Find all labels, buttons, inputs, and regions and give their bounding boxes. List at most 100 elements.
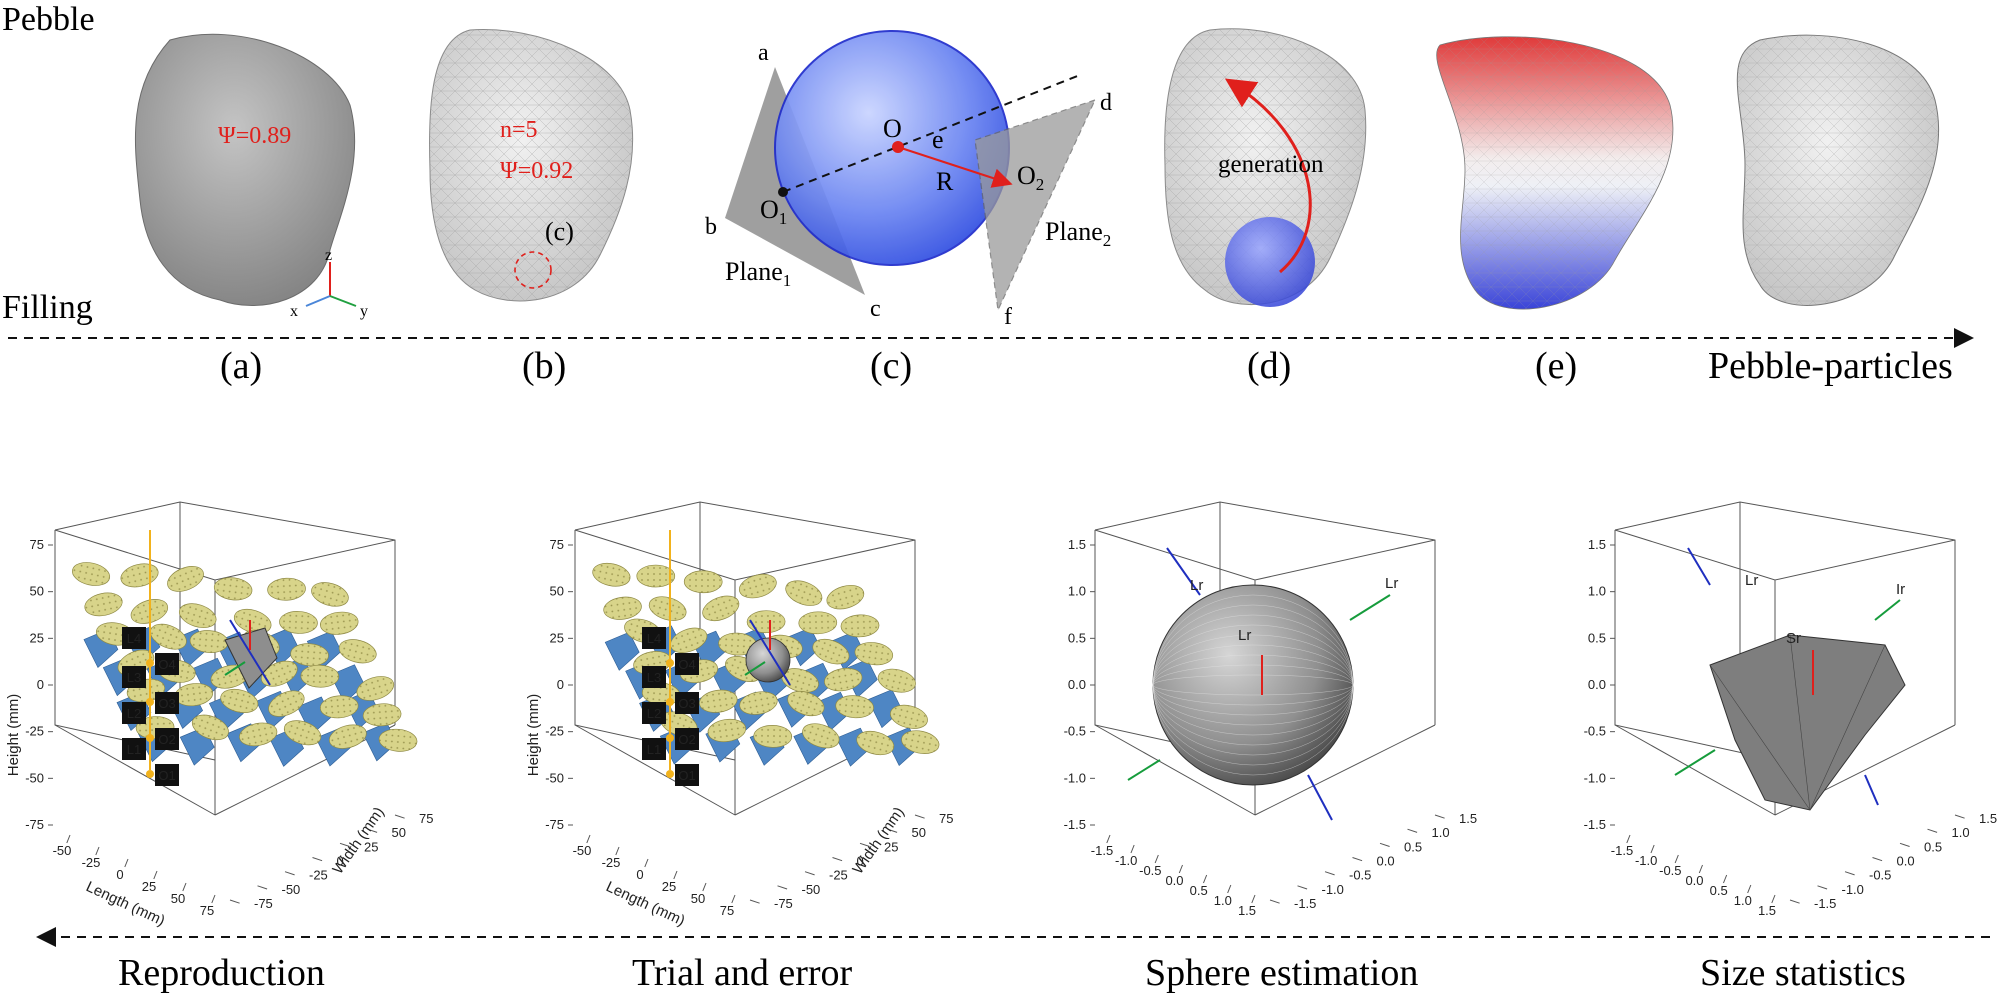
label-plane2: Plane2: [1045, 217, 1111, 250]
layer-label: L4: [127, 631, 141, 646]
guide-point: [146, 770, 154, 778]
y-tick-label: -1.5: [1064, 817, 1086, 832]
y-axis-title: Height (mm): [5, 694, 22, 777]
yellow-pebble: [648, 596, 687, 621]
frame-bottom: [54, 724, 396, 816]
z-tick-mark: [914, 814, 925, 819]
z-tick-label: 0: [857, 854, 864, 869]
x-tick-label: 0.5: [1710, 883, 1728, 898]
z-tick-mark: [257, 885, 268, 890]
y-tick-label: 1.0: [1068, 584, 1086, 599]
guide-point: [146, 698, 154, 706]
z-tick-label: 1.5: [1979, 811, 1997, 826]
z-tick-mark: [1297, 885, 1308, 890]
point-box: [675, 728, 699, 750]
axis-z: z: [325, 247, 332, 264]
x-tick-mark: [586, 834, 591, 844]
yellow-pebble: [290, 643, 329, 667]
x-tick-mark: [1650, 844, 1655, 854]
y-tick-label: 0.5: [1588, 630, 1606, 645]
x-tick-label: 25: [142, 879, 156, 894]
yellow-pebble: [84, 592, 123, 617]
y-tick-label: 0.0: [1068, 677, 1086, 692]
z-tick-mark: [1789, 899, 1800, 904]
z-tick-label: 25: [364, 839, 378, 854]
axis-y: y: [360, 303, 368, 320]
x-tick-mark: [211, 894, 216, 904]
radius-arrow: [897, 146, 1013, 188]
x-tick-label: 0.0: [1685, 873, 1703, 888]
x-tick-mark: [1203, 874, 1208, 884]
x-tick-mark: [182, 882, 187, 892]
yellow-pebble: [603, 596, 642, 620]
z-tick-label: -0.5: [1349, 868, 1371, 883]
y-tick-label: -50: [545, 770, 564, 785]
pebble-particles: [1736, 34, 1940, 306]
z-tick-label: 0.0: [1897, 854, 1915, 869]
caption-e: (e): [1535, 345, 1577, 387]
x-tick-mark: [1251, 894, 1256, 904]
point-label: O4: [678, 657, 695, 672]
ir-green-axis: [1874, 599, 1901, 621]
z-tick-mark: [1434, 814, 1445, 819]
yellow-pebble: [191, 714, 229, 741]
label-a: a: [758, 40, 769, 66]
z-tick-label: 1.0: [1952, 825, 1970, 840]
x-tick-label: 75: [720, 903, 734, 918]
x-tick-mark: [66, 834, 71, 844]
label-f: f: [1004, 304, 1012, 330]
yellow-pebble: [840, 614, 880, 638]
yellow-pebble: [707, 718, 747, 743]
x-tick-mark: [644, 858, 649, 868]
x-tick-label: 25: [662, 879, 676, 894]
point-box: [675, 653, 699, 675]
z-tick-label: 0.5: [1924, 839, 1942, 854]
yellow-pebble: [890, 704, 928, 729]
point-label: O2: [678, 732, 695, 747]
z-tick-mark: [312, 857, 323, 862]
pebble-edges: [1709, 634, 1886, 811]
caption-d: (d): [1247, 345, 1291, 387]
y-tick-label: 0: [557, 677, 564, 692]
psi-b: Ψ=0.92: [500, 158, 573, 184]
yellow-pebble: [362, 703, 402, 727]
yellow-pebble: [267, 577, 306, 601]
yellow-pebble: [877, 668, 916, 693]
z-tick-label: 50: [912, 825, 926, 840]
z-tick-mark: [394, 814, 405, 819]
x-tick-mark: [1227, 884, 1232, 894]
o1-point: [778, 187, 788, 197]
yellow-pebble: [826, 585, 865, 610]
layer-box: [642, 738, 666, 760]
guide-point: [666, 659, 674, 667]
label-o1: O1: [760, 195, 787, 228]
z-tick-label: 1.0: [1432, 825, 1450, 840]
x-tick-label: -1.0: [1115, 853, 1137, 868]
z-tick-label: -50: [282, 882, 301, 897]
lr-blue-axis-end: [1864, 774, 1879, 806]
yellow-pebble: [812, 638, 850, 665]
lr-red-label: Lr: [1238, 627, 1251, 644]
ir-green-axis-end: [1674, 749, 1716, 776]
blue-axis: [749, 619, 791, 686]
layer-box: [122, 702, 146, 724]
z-tick-label: -1.5: [1294, 896, 1316, 911]
plane2: [974, 98, 1097, 313]
yellow-pebble: [328, 724, 367, 749]
z-tick-mark: [832, 857, 843, 862]
yellow-pebble: [824, 667, 863, 692]
z-tick-label: -25: [309, 868, 328, 883]
y-tick-label: 50: [30, 584, 44, 599]
y-tick-label: -50: [25, 770, 44, 785]
x-tick-mark: [95, 846, 100, 856]
guide-point: [666, 734, 674, 742]
yellow-pebble: [319, 611, 359, 635]
yellow-pebble: [279, 611, 318, 634]
z-tick-label: 0: [337, 854, 344, 869]
layer-label: L3: [127, 670, 141, 685]
yellow-pebble: [71, 562, 111, 586]
point-label: O2: [158, 732, 175, 747]
y-tick-label: 0.0: [1588, 677, 1606, 692]
ir-green-label: Ir: [1896, 581, 1905, 598]
